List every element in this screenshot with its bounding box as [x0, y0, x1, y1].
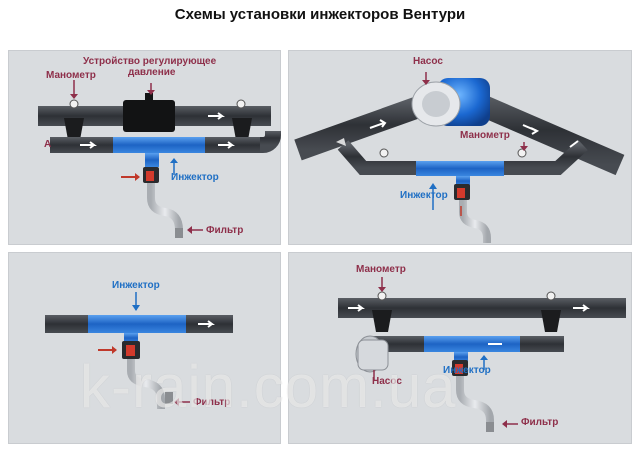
filter-label: Фильтр: [193, 397, 231, 408]
injector-body: [416, 161, 504, 176]
suction-hose: [127, 359, 165, 409]
filter-label: Фильтр: [206, 225, 244, 236]
injector-body: [113, 137, 205, 153]
gauge-icon-right: [546, 291, 556, 301]
injector-label: Инжектор: [443, 365, 491, 376]
diagram-panel-inline: Инжектор Фильтр: [8, 252, 281, 444]
pump-label: Насос: [413, 56, 443, 67]
diagram-panel-pump-bypass-gauges: Манометр Насос Инжектор Фильтр: [288, 252, 632, 444]
gauge-icon-right: [236, 99, 246, 109]
gauge-icon-right: [517, 148, 527, 158]
gauge-label: Манометр: [46, 70, 96, 81]
diagram-panel-pump-bypass: Насос Манометр Инжектор: [288, 50, 632, 245]
pump-label: Насос: [372, 376, 402, 387]
pressure-device-label-line2: давление: [128, 67, 176, 78]
gauge-icon-left: [379, 148, 389, 158]
filter-label: Фильтр: [521, 417, 559, 428]
injector-label: Инжектор: [171, 172, 219, 183]
diagram-panel-bypass-regulator: Устройство регулирующее давление Маномет…: [8, 50, 281, 245]
gauge-label: Манометр: [356, 264, 406, 275]
suction-hose: [459, 200, 491, 243]
injector-body: [88, 315, 186, 333]
pressure-regulator: [123, 100, 175, 132]
suction-hose: [147, 183, 183, 235]
marker-a: A: [44, 139, 52, 150]
pressure-device-label: Устройство регулирующее: [83, 56, 217, 67]
gauge-icon-left: [69, 99, 79, 109]
gauge-label: Манометр: [460, 130, 510, 141]
page-title: Схемы установки инжекторов Вентури: [174, 6, 466, 23]
injector-label: Инжектор: [112, 280, 160, 291]
gauge-icon-left: [377, 291, 387, 301]
suction-hose: [456, 376, 494, 428]
injector-label: Инжектор: [400, 190, 448, 201]
injector-body: [424, 336, 520, 352]
